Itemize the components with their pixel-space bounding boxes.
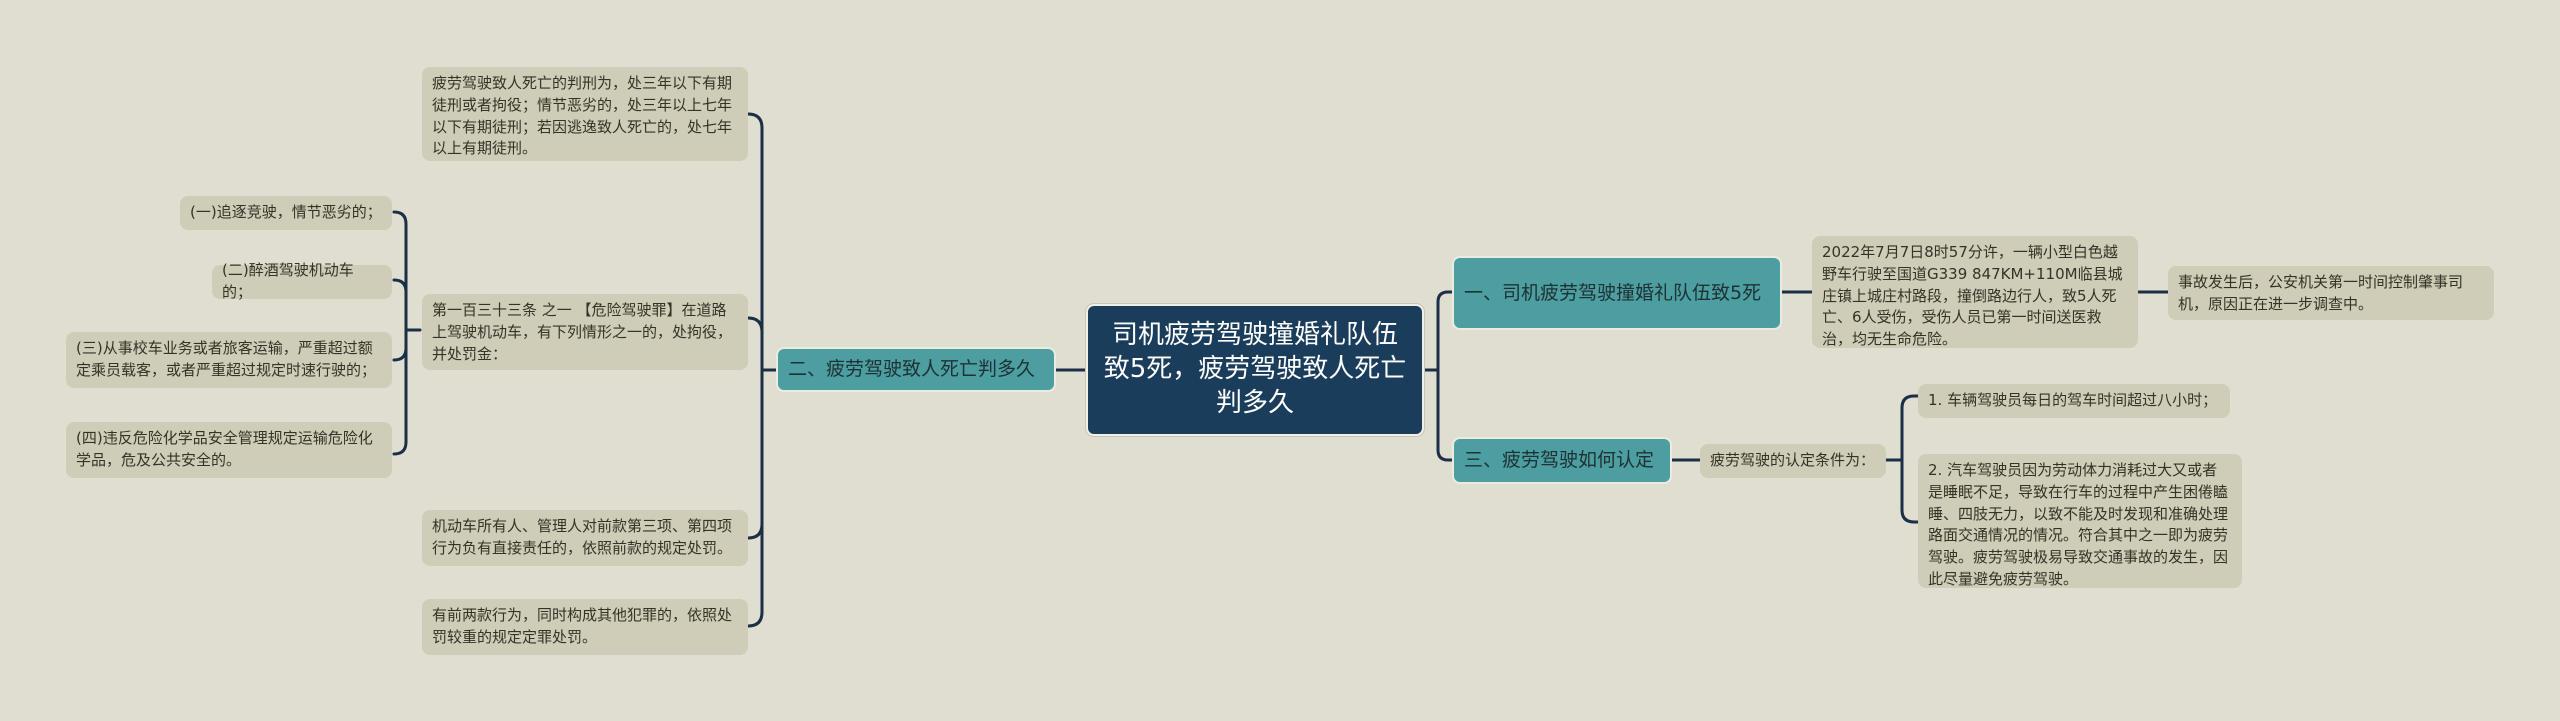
article-sub-item-3[interactable]: (三)从事校车业务或者旅客运输，严重超过额定乘员载客，或者严重超过规定时速行驶的… xyxy=(66,332,392,388)
branch-1-detail[interactable]: 2022年7月7日8时57分许，一辆小型白色越野车行驶至国道G339 847KM… xyxy=(1812,236,2138,348)
branch-2-item-4[interactable]: 有前两款行为，同时构成其他犯罪的，依照处罚较重的规定定罪处罚。 xyxy=(422,599,748,655)
branch-3-intro[interactable]: 疲劳驾驶的认定条件为： xyxy=(1700,444,1886,478)
branch-3-condition-2[interactable]: 2. 汽车驾驶员因为劳动体力消耗过大又或者是睡眠不足，导致在行车的过程中产生困倦… xyxy=(1918,454,2242,588)
branch-1-topic[interactable]: 一、司机疲劳驾驶撞婚礼队伍致5死 xyxy=(1452,256,1782,330)
branch-1-label: 一、司机疲劳驾驶撞婚礼队伍致5死 xyxy=(1464,281,1762,304)
branch-1-followup[interactable]: 事故发生后，公安机关第一时间控制肇事司机，原因正在进一步调查中。 xyxy=(2168,266,2494,320)
branch-3-condition-1[interactable]: 1. 车辆驾驶员每日的驾车时间超过八小时； xyxy=(1918,384,2230,418)
branch-2-label: 二、疲劳驾驶致人死亡判多久 xyxy=(788,358,1036,381)
article-sub-item-1[interactable]: (一)追逐竞驶，情节恶劣的； xyxy=(180,196,392,230)
branch-3-label: 三、疲劳驾驶如何认定 xyxy=(1464,449,1655,472)
branch-2-item-1[interactable]: 疲劳驾驶致人死亡的判刑为，处三年以下有期徒刑或者拘役；情节恶劣的，处三年以上七年… xyxy=(422,67,748,161)
branch-2-topic[interactable]: 二、疲劳驾驶致人死亡判多久 xyxy=(776,347,1056,392)
article-sub-item-4[interactable]: (四)违反危险化学品安全管理规定运输危险化学品，危及公共安全的。 xyxy=(66,422,392,478)
branch-2-item-3[interactable]: 机动车所有人、管理人对前款第三项、第四项行为负有直接责任的，依照前款的规定处罚。 xyxy=(422,510,748,566)
branch-2-item-2[interactable]: 第一百三十三条 之一 【危险驾驶罪】在道路上驾驶机动车，有下列情形之一的，处拘役… xyxy=(422,294,748,370)
article-sub-item-2[interactable]: (二)醉酒驾驶机动车的； xyxy=(212,261,392,301)
branch-3-topic[interactable]: 三、疲劳驾驶如何认定 xyxy=(1452,437,1672,484)
root-title: 司机疲劳驾驶撞婚礼队伍致5死，疲劳驾驶致人死亡判多久 xyxy=(1103,320,1407,418)
root-topic[interactable]: 司机疲劳驾驶撞婚礼队伍致5死，疲劳驾驶致人死亡判多久 xyxy=(1086,304,1424,436)
